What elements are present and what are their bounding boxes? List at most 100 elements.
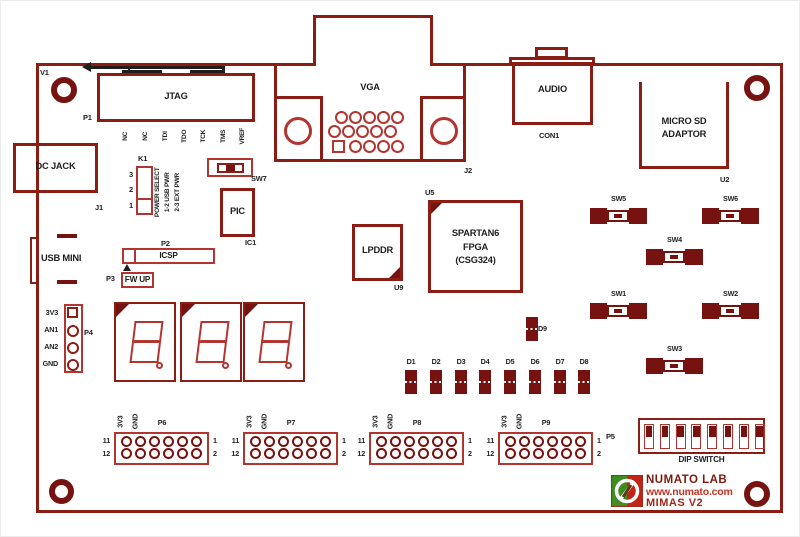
header-pin xyxy=(560,448,572,459)
ref-j2: J2 xyxy=(464,166,472,175)
push-button-body xyxy=(663,360,685,372)
ref-v1: V1 xyxy=(40,68,49,77)
jtag-connector xyxy=(97,73,255,122)
header-pin xyxy=(431,436,443,447)
header-pin xyxy=(504,436,516,447)
pin1-arrow-icon xyxy=(123,264,131,271)
led xyxy=(529,370,541,394)
icsp-header xyxy=(122,248,215,264)
header-pin xyxy=(532,448,544,459)
dimension-tick xyxy=(128,66,130,73)
ref-ic1: IC1 xyxy=(245,238,257,247)
header-pin xyxy=(176,448,188,459)
pic-chip xyxy=(220,188,255,237)
usb-mini-pad xyxy=(57,280,77,284)
header-col-label: GND xyxy=(130,413,140,430)
fpga-label-line2: FPGA xyxy=(462,242,489,252)
header-pin xyxy=(518,448,530,459)
vga-pin xyxy=(391,111,404,124)
header-name: P8 xyxy=(412,418,422,427)
header-row-label: 11 xyxy=(357,436,365,445)
dip-slot-fill xyxy=(709,426,716,437)
p4-pin xyxy=(67,325,79,337)
led-gap xyxy=(504,380,516,383)
header-pin xyxy=(190,448,202,459)
ref-u9: U9 xyxy=(394,283,404,292)
push-button-actuator xyxy=(614,309,622,313)
header-col-label: GND xyxy=(259,413,269,430)
led xyxy=(504,370,516,394)
p4-pin xyxy=(67,359,79,371)
vga-pin xyxy=(363,140,376,153)
header-pin xyxy=(574,436,586,447)
header-pin xyxy=(291,436,303,447)
p4-pin-label: 3V3 xyxy=(45,308,58,317)
push-button-actuator xyxy=(670,364,678,368)
led xyxy=(430,370,442,394)
segment-dot xyxy=(285,362,292,369)
header-pin xyxy=(532,436,544,447)
seven-segment-digit xyxy=(243,302,305,382)
sw7-slot xyxy=(217,163,244,173)
vga-pin xyxy=(377,140,390,153)
vga-pin xyxy=(328,125,341,138)
led-label: D5 xyxy=(505,357,515,366)
header-pin xyxy=(305,436,317,447)
header-col-label: 3V3 xyxy=(370,415,380,428)
push-button-label: SW6 xyxy=(723,194,738,203)
jtag-key-notch xyxy=(190,70,225,73)
header-row-label: 11 xyxy=(102,436,110,445)
power-select-label: POWER SELECT xyxy=(153,167,161,218)
push-button-label: SW2 xyxy=(723,289,738,298)
ref-p3: P3 xyxy=(106,274,115,283)
jtag-pin-label: TDI xyxy=(161,131,169,142)
led-gap xyxy=(554,380,566,383)
dip-slot xyxy=(659,424,670,449)
push-button-actuator xyxy=(614,214,622,218)
vga-screw-box xyxy=(274,96,323,162)
push-button-body xyxy=(663,251,685,263)
header-pin xyxy=(134,436,146,447)
push-button-cap xyxy=(741,208,759,224)
header-row-label: 11 xyxy=(231,436,239,445)
header-row-label: 12 xyxy=(231,449,239,458)
fpga-label-line3: (CSG324) xyxy=(455,255,496,265)
pin-header xyxy=(498,432,593,465)
jtag-pin-label: TDO xyxy=(180,129,188,143)
header-col-label: GND xyxy=(514,413,524,430)
ref-u5: U5 xyxy=(425,188,435,197)
led-gap xyxy=(578,380,590,383)
segment-middle-bar xyxy=(262,340,289,343)
dip-slot-fill xyxy=(645,426,653,437)
segment-eight xyxy=(129,321,164,363)
power-select-label: 1-2 USB PWR xyxy=(163,172,171,213)
k1-divider xyxy=(138,198,151,200)
ref-d9: D9 xyxy=(538,324,547,333)
led xyxy=(455,370,467,394)
seven-segment-digit xyxy=(180,302,242,382)
push-button-actuator xyxy=(726,309,734,313)
header-pin xyxy=(431,448,443,459)
push-button-body xyxy=(719,210,741,222)
push-button-cap xyxy=(590,208,607,224)
dc-jack xyxy=(13,143,98,193)
fw-up-label: FW UP xyxy=(124,275,151,284)
header-pin xyxy=(120,436,132,447)
dip-slot-fill xyxy=(756,426,763,437)
header-pin xyxy=(375,448,387,459)
segment-middle-bar xyxy=(133,340,160,343)
vga-pin xyxy=(363,111,376,124)
header-pin xyxy=(319,436,331,447)
header-pin xyxy=(518,436,530,447)
dip-slot-fill xyxy=(661,426,669,437)
push-button-cap xyxy=(646,249,663,265)
p4-header xyxy=(64,304,83,373)
power-select-label: 2-3 EXT PWR xyxy=(173,172,181,212)
led-label: D6 xyxy=(530,357,540,366)
header-pin xyxy=(263,448,275,459)
led-label: D4 xyxy=(480,357,490,366)
ref-k1: K1 xyxy=(138,154,148,163)
ref-p1: P1 xyxy=(83,113,92,122)
header-pin xyxy=(148,436,160,447)
fpga-corner-notch xyxy=(431,203,442,214)
